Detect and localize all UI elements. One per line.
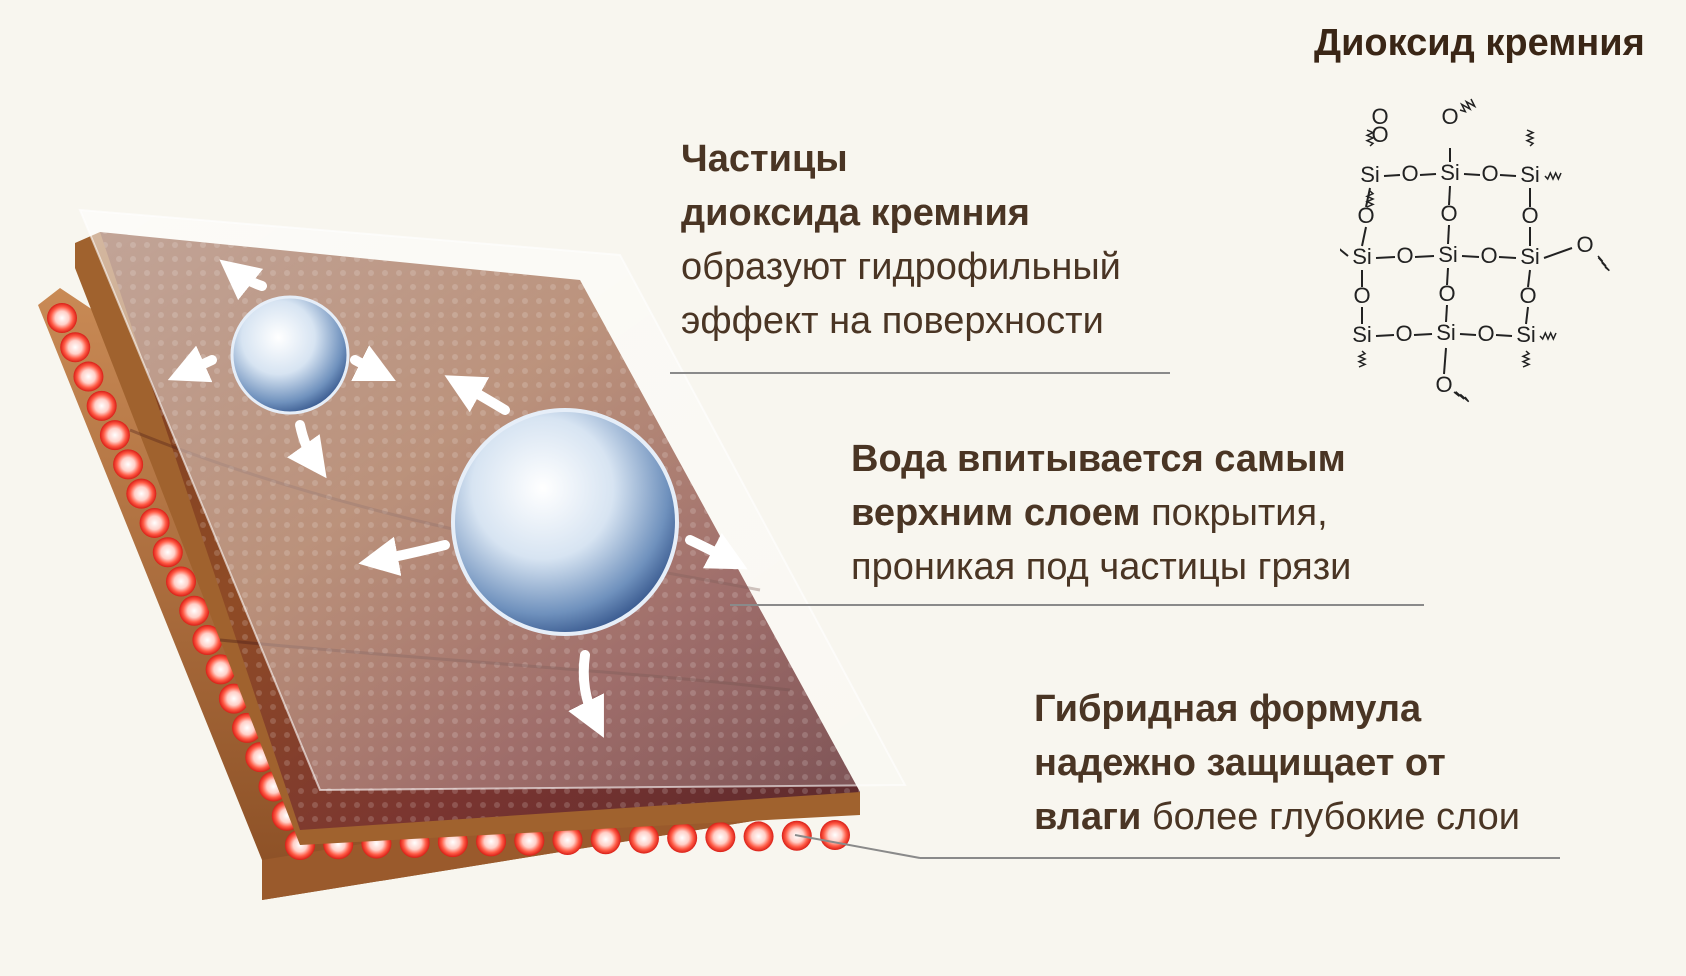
callout-3-bold-line3: влаги xyxy=(1034,796,1142,838)
silicon-atom: Si xyxy=(1360,162,1380,187)
coating-bead xyxy=(152,537,183,568)
oxygen-atom: O xyxy=(1576,232,1593,257)
oxygen-atom: O xyxy=(1371,122,1388,147)
callout-2-text-line3: проникая под частицы грязи xyxy=(851,546,1352,588)
coating-bead xyxy=(166,566,196,597)
coating-bead xyxy=(552,825,583,855)
oxygen-atom: O xyxy=(1357,203,1374,228)
silicon-atom: Si xyxy=(1436,320,1456,345)
coating-bead xyxy=(126,478,157,509)
oxygen-atom: O xyxy=(1395,321,1412,346)
coating-bead xyxy=(86,390,117,421)
coating-bead xyxy=(205,654,236,685)
spread-arrows xyxy=(167,259,748,738)
oxygen-atom: O xyxy=(1521,203,1538,228)
silicon-atom: Si xyxy=(1520,244,1540,269)
coating-bead xyxy=(73,361,104,392)
coating-bead xyxy=(781,820,812,851)
coating-bead xyxy=(179,595,210,626)
callout-hybrid: Гибридная формула надежно защищает от вл… xyxy=(1034,682,1654,844)
large-droplet xyxy=(451,408,679,636)
silica-molecule-diagram: OOOOOOOOOOOOSiSiSiSiSiSiSiSiSiOOOOOO xyxy=(1340,98,1610,403)
callout-2-rule xyxy=(730,604,1424,606)
oxygen-atom: O xyxy=(1481,161,1498,186)
coating-bead xyxy=(47,303,77,333)
oxygen-atom: O xyxy=(1519,283,1536,308)
callout-1-text-line1: образуют гидрофильный xyxy=(681,246,1121,288)
silicon-atom: Si xyxy=(1438,242,1458,267)
coating-bead xyxy=(743,821,774,852)
silicon-atom: Si xyxy=(1352,244,1372,269)
coating-bead xyxy=(139,507,170,538)
oxygen-atom: O xyxy=(1371,104,1388,129)
oxygen-atom: O xyxy=(1401,161,1418,186)
silicon-atom: Si xyxy=(1516,322,1536,347)
callout-2-bold-line2: верхним слоем xyxy=(851,492,1141,534)
callout-3-text-line3: более глубокие слои xyxy=(1141,796,1520,838)
oxygen-atom: O xyxy=(1396,243,1413,268)
callout-absorption: Вода впитывается самым верхним слоем пок… xyxy=(851,432,1451,594)
oxygen-atom: O xyxy=(1480,243,1497,268)
callout-3-bold-line1: Гибридная формула xyxy=(1034,688,1422,730)
oxygen-atom: O xyxy=(1477,321,1494,346)
oxygen-atom: O xyxy=(1435,372,1452,397)
coating-bead xyxy=(590,824,621,855)
callout-3-bold-line2: надежно защищает от xyxy=(1034,742,1446,784)
coating-bead xyxy=(113,449,144,480)
callout-hydrophilic: Частицы диоксида кремния образуют гидроф… xyxy=(681,132,1201,348)
small-droplet xyxy=(230,295,350,415)
coating-bead xyxy=(99,420,130,451)
callout-2-bold-line1: Вода впитывается самым xyxy=(851,438,1346,480)
coating-bead xyxy=(60,332,91,363)
callout-2-text-line2: покрытия, xyxy=(1140,492,1328,534)
callout-1-rule xyxy=(670,372,1170,374)
callout-3-rule xyxy=(920,857,1560,859)
oxygen-atom: O xyxy=(1438,281,1455,306)
title: Диоксид кремния xyxy=(1314,22,1645,64)
callout-1-text-line2: эффект на поверхности xyxy=(681,300,1104,342)
oxygen-atom: O xyxy=(1353,283,1370,308)
callout-1-bold-line1: Частицы xyxy=(681,138,848,180)
silicon-atom: Si xyxy=(1352,322,1372,347)
oxygen-atom: O xyxy=(1440,201,1457,226)
coating-bead xyxy=(514,825,545,856)
coating-bead xyxy=(192,625,223,656)
coating-bead xyxy=(628,823,659,854)
silicon-atom: Si xyxy=(1440,160,1460,185)
silicon-atom: Si xyxy=(1520,162,1540,187)
coating-bead xyxy=(820,820,850,850)
oxygen-atom: O xyxy=(1441,104,1458,129)
callout-1-bold-line2: диоксида кремния xyxy=(681,192,1030,234)
coating-bead xyxy=(705,822,736,853)
coating-bead xyxy=(667,822,698,853)
